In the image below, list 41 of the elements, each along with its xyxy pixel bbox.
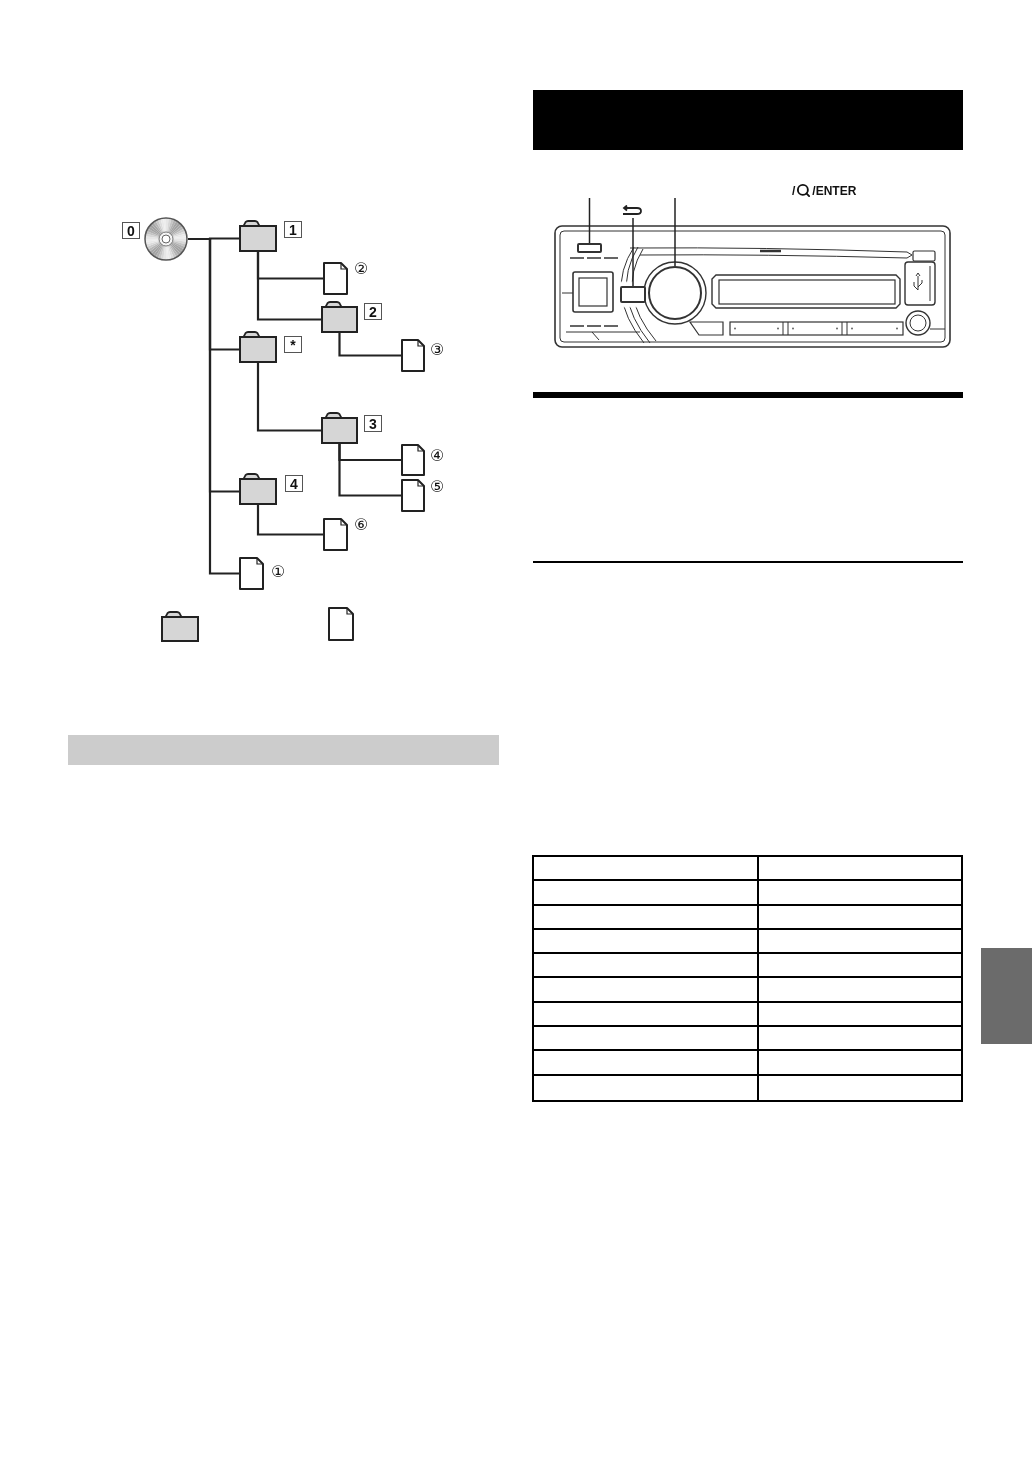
- button-label: /ENTER: [812, 184, 857, 197]
- folder-icon: [321, 301, 358, 333]
- section-bar: [68, 735, 499, 765]
- document-icon: [239, 557, 264, 590]
- folder-icon: [239, 220, 277, 252]
- folder-icon: [239, 473, 277, 505]
- folder-icon: [321, 412, 358, 444]
- folder-icon: [239, 331, 277, 363]
- number-tag: *: [284, 336, 302, 353]
- number-tag: 3: [364, 415, 382, 432]
- tree-line: [256, 363, 321, 432]
- header-bar: [533, 90, 963, 150]
- button-label: /: [792, 184, 796, 197]
- side-tab: [981, 948, 1032, 1044]
- small-button: [577, 243, 602, 253]
- number-tag: 4: [285, 475, 303, 492]
- tree-line: [256, 505, 323, 536]
- leader-line: [632, 217, 634, 287]
- tree-line: [256, 252, 321, 321]
- document-icon: [401, 479, 425, 512]
- small-button: [620, 286, 646, 303]
- car-stereo-illustration: [554, 225, 951, 348]
- document-icon: [401, 339, 425, 372]
- number-tag: 2: [364, 303, 382, 320]
- circled-number: ⑥: [354, 517, 369, 533]
- circled-number: ①: [271, 564, 286, 580]
- circled-number: ③: [430, 342, 445, 358]
- number-tag: 0: [122, 222, 140, 239]
- document-icon: [323, 518, 348, 551]
- leader-line: [588, 197, 591, 244]
- circled-number: ⑤: [430, 479, 445, 495]
- tree-line: [188, 237, 239, 575]
- circled-number: ②: [354, 261, 369, 277]
- leader-line: [674, 197, 676, 267]
- document-icon: [323, 262, 348, 295]
- number-tag: 1: [284, 221, 302, 238]
- disc-icon: [144, 217, 188, 261]
- document-icon: [401, 444, 425, 476]
- tree-line: [338, 444, 401, 497]
- circled-number: ④: [430, 448, 445, 464]
- tree-line: [338, 333, 401, 357]
